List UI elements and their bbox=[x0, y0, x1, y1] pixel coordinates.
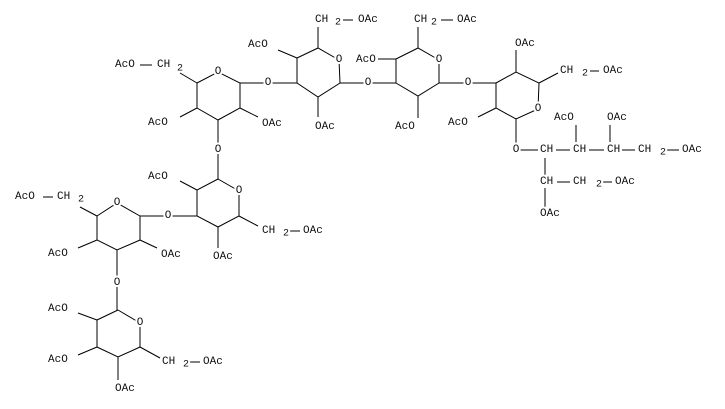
acetoxy-label: OAc bbox=[303, 225, 323, 237]
bond-line bbox=[179, 180, 198, 191]
acetoxy-label: AcO bbox=[48, 248, 68, 260]
acetoxy-label: OAc bbox=[203, 356, 223, 368]
bond-line bbox=[515, 119, 538, 151]
subscript-2: 2 bbox=[660, 148, 666, 159]
oxygen-label: O bbox=[265, 77, 272, 89]
ch-label: CH bbox=[57, 191, 70, 203]
acetoxy-label: OAc bbox=[115, 383, 135, 395]
bond-line bbox=[239, 107, 259, 118]
oxygen-label: O bbox=[114, 277, 121, 289]
bond-line bbox=[495, 71, 540, 120]
bond-line bbox=[277, 49, 298, 59]
oxygen-label: O bbox=[365, 77, 372, 89]
acetoxy-label: AcO bbox=[554, 112, 574, 124]
bond-line bbox=[238, 215, 259, 227]
ch-label: CH bbox=[262, 225, 275, 237]
bond-line bbox=[179, 72, 198, 84]
acetoxy-label: OAc bbox=[607, 112, 627, 124]
acetoxy-label: AcO bbox=[356, 54, 376, 66]
acetoxy-label: OAc bbox=[358, 14, 378, 26]
bond-line bbox=[179, 107, 198, 118]
oxygen-label: O bbox=[465, 77, 472, 89]
acetoxy-label: AcO bbox=[48, 303, 68, 315]
subscript-2: 2 bbox=[596, 180, 602, 191]
acetoxy-label: OAc bbox=[515, 38, 535, 50]
ch-label: CH bbox=[573, 144, 586, 156]
acetoxy-label: OAc bbox=[457, 14, 477, 26]
bond-line bbox=[96, 202, 141, 251]
bond-line bbox=[477, 107, 497, 118]
bonds bbox=[43, 19, 679, 380]
acetoxy-label: OAc bbox=[615, 176, 635, 188]
bond-line bbox=[395, 47, 440, 97]
acetoxy-label: OAc bbox=[213, 251, 233, 263]
acetoxy-label: AcO bbox=[395, 121, 415, 133]
ch-label: CH bbox=[573, 176, 586, 188]
oxygen-label: O bbox=[215, 66, 222, 78]
oxygen-label: O bbox=[535, 103, 542, 115]
ch-label: CH bbox=[540, 144, 553, 156]
acetoxy-label: AcO bbox=[15, 191, 35, 203]
acetoxy-label: OAc bbox=[603, 65, 623, 77]
acetoxy-label: AcO bbox=[148, 117, 168, 129]
acetoxy-label: OAc bbox=[315, 121, 335, 133]
ch-label: CH bbox=[162, 356, 175, 368]
subscript-2: 2 bbox=[183, 360, 189, 371]
ch-label: CH bbox=[157, 59, 170, 71]
oxygen-label: O bbox=[114, 197, 121, 209]
ch-label: CH bbox=[560, 65, 573, 77]
acetoxy-label: AcO bbox=[48, 354, 68, 366]
subscript-2: 2 bbox=[177, 64, 183, 75]
bond-line bbox=[196, 178, 240, 228]
oxygen-label: O bbox=[137, 317, 144, 329]
ch-label: CH bbox=[414, 14, 427, 26]
ch-label: CH bbox=[607, 144, 620, 156]
acetoxy-label: AcO bbox=[248, 39, 268, 51]
bond-line bbox=[196, 71, 241, 121]
subscript-2: 2 bbox=[431, 18, 437, 29]
oxygen-label: O bbox=[436, 54, 443, 66]
oxygen-label: O bbox=[215, 144, 222, 156]
oxygen-label: O bbox=[336, 54, 343, 66]
acetoxy-label: AcO bbox=[115, 59, 135, 71]
bond-line bbox=[538, 72, 559, 84]
oxygen-label: O bbox=[165, 210, 172, 222]
subscript-2: 2 bbox=[283, 229, 289, 240]
oxygen-label: O bbox=[236, 185, 243, 197]
acetoxy-label: OAc bbox=[682, 144, 702, 156]
bond-line bbox=[96, 309, 141, 358]
subscript-2: 2 bbox=[582, 69, 588, 80]
bond-line bbox=[296, 47, 341, 98]
subscript-2: 2 bbox=[78, 195, 84, 206]
ch-label: CH bbox=[638, 144, 651, 156]
acetoxy-label: OAc bbox=[262, 118, 282, 130]
subscript-2: 2 bbox=[335, 18, 341, 29]
bond-line bbox=[77, 239, 98, 249]
oxygen-label: O bbox=[513, 144, 520, 156]
bond-line bbox=[139, 346, 161, 359]
ch-label: CH bbox=[315, 14, 328, 26]
ch-label: CH bbox=[540, 176, 553, 188]
acetoxy-label: AcO bbox=[448, 117, 468, 129]
bond-line bbox=[77, 312, 98, 321]
acetoxy-label: OAc bbox=[161, 249, 181, 261]
acetoxy-label: OAc bbox=[540, 208, 560, 220]
acetoxy-label: AcO bbox=[148, 171, 168, 183]
bond-line bbox=[77, 346, 98, 356]
bond-line bbox=[139, 239, 158, 249]
bond-line bbox=[79, 206, 98, 217]
